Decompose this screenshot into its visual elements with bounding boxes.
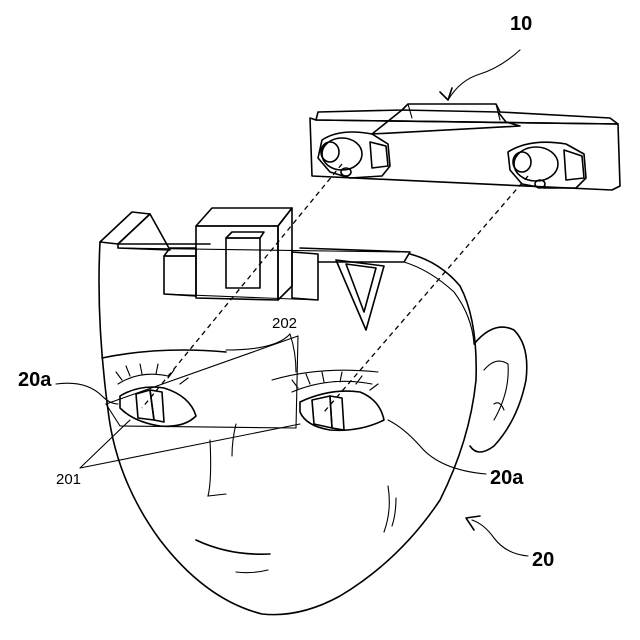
head-20 [98, 207, 528, 616]
leader-201 [79, 419, 301, 469]
right-lens-unit [507, 141, 587, 189]
label-202: 202 [272, 315, 297, 332]
leader-20-arrowhead [465, 515, 481, 531]
left-lens-unit [317, 131, 391, 179]
projection-line-right [323, 175, 529, 413]
leader-10 [447, 49, 521, 101]
label-201: 201 [56, 471, 81, 488]
label-20a-right: 20a [490, 467, 524, 489]
left-eye-20a [115, 363, 197, 428]
label-20a-left: 20a [18, 369, 52, 391]
leader-20a-right [387, 419, 487, 475]
label-device-10: 10 [510, 13, 532, 35]
device-10 [309, 103, 621, 191]
leader-202 [225, 333, 297, 373]
leader-10-arrowhead [439, 87, 453, 101]
label-head-20: 20 [532, 549, 554, 571]
right-eye-20a [291, 371, 385, 432]
leader-20 [471, 519, 529, 557]
projection-line-left [141, 163, 343, 409]
leader-20a-left [55, 382, 119, 405]
